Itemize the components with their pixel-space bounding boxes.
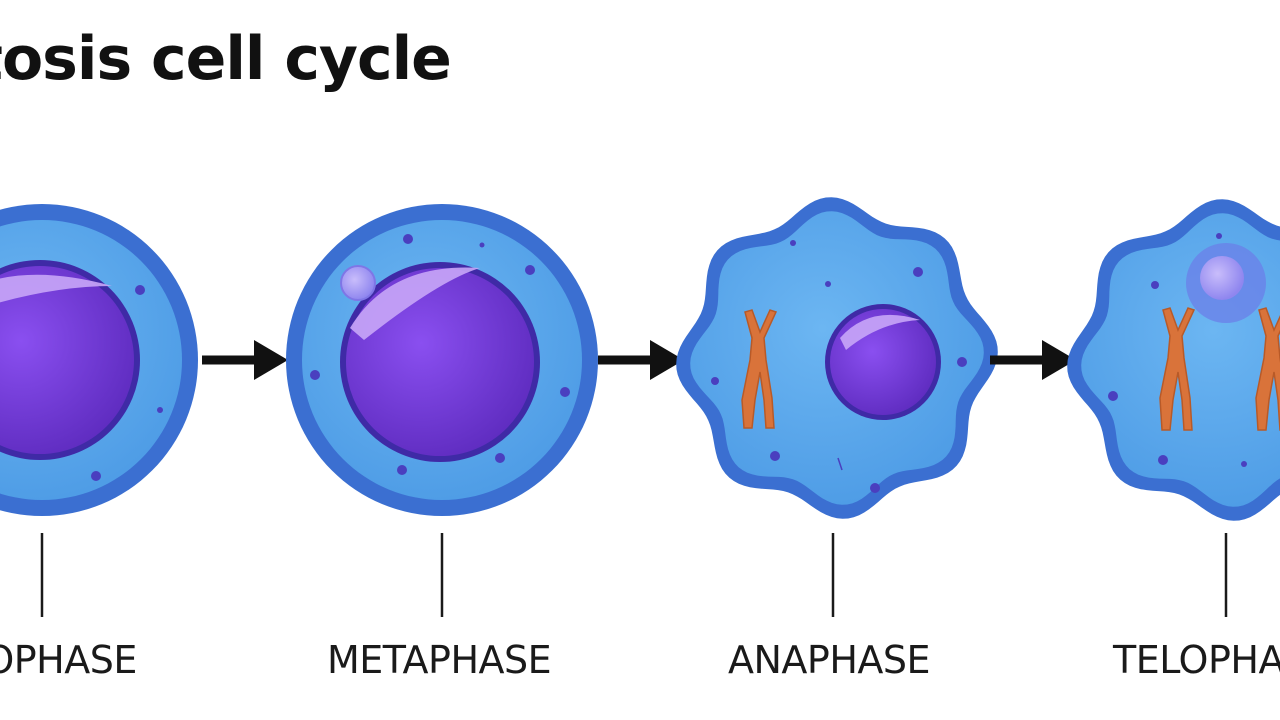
granule	[913, 267, 923, 277]
prophase-nucleus-highlight	[0, 274, 112, 303]
granule	[870, 483, 880, 493]
phase-label-anaphase: ANAPHASE	[728, 638, 931, 682]
granule	[560, 387, 570, 397]
granule	[525, 265, 535, 275]
chromosome-shape	[1159, 307, 1196, 431]
metaphase-cell	[286, 204, 598, 516]
granule	[479, 242, 485, 248]
arrow-prophase-to-metaphase	[202, 340, 288, 380]
metaphase-nucleus	[346, 268, 534, 456]
anaphase-cell	[676, 197, 998, 519]
arrow-head	[1042, 340, 1076, 380]
granule	[91, 471, 101, 481]
granule	[397, 465, 407, 475]
anaphase-chromosome	[741, 309, 778, 429]
metaphase-nucleus-highlight	[350, 267, 480, 340]
arrow-head	[650, 340, 684, 380]
granule	[310, 370, 320, 380]
granule	[1158, 455, 1168, 465]
granule	[825, 281, 831, 287]
anaphase-nucleus-highlight	[840, 314, 920, 350]
phase-label-prophase: PROPHASE	[0, 638, 137, 682]
phase-label-metaphase: METAPHASE	[327, 638, 552, 682]
telophase-chromosome-right	[1255, 307, 1280, 431]
label-leader-lines	[40, 533, 1228, 617]
granule	[1108, 391, 1118, 401]
phase-label-telophase: TELOPHASE	[1113, 638, 1280, 682]
granule	[957, 357, 967, 367]
granule	[157, 407, 163, 413]
telophase-vesicle	[1200, 256, 1244, 300]
prophase-cell	[0, 204, 198, 516]
arrow-metaphase-to-anaphase	[598, 340, 684, 380]
metaphase-vesicle	[340, 265, 376, 301]
telophase-cell	[1067, 199, 1280, 521]
arrow-head	[254, 340, 288, 380]
granule	[1151, 281, 1159, 289]
granule	[711, 377, 719, 385]
arrow-anaphase-to-telophase	[990, 340, 1076, 380]
spindle-fiber	[837, 457, 843, 471]
granule	[790, 240, 796, 246]
prophase-nucleus	[0, 266, 134, 454]
granule	[495, 453, 505, 463]
granule	[770, 451, 780, 461]
chromosome-shape	[741, 309, 778, 429]
granule	[135, 285, 145, 295]
granule	[1216, 233, 1222, 239]
telophase-chromosome-left	[1159, 307, 1196, 431]
granule	[403, 234, 413, 244]
granule	[1241, 461, 1247, 467]
chromosome-shape	[1255, 307, 1280, 431]
